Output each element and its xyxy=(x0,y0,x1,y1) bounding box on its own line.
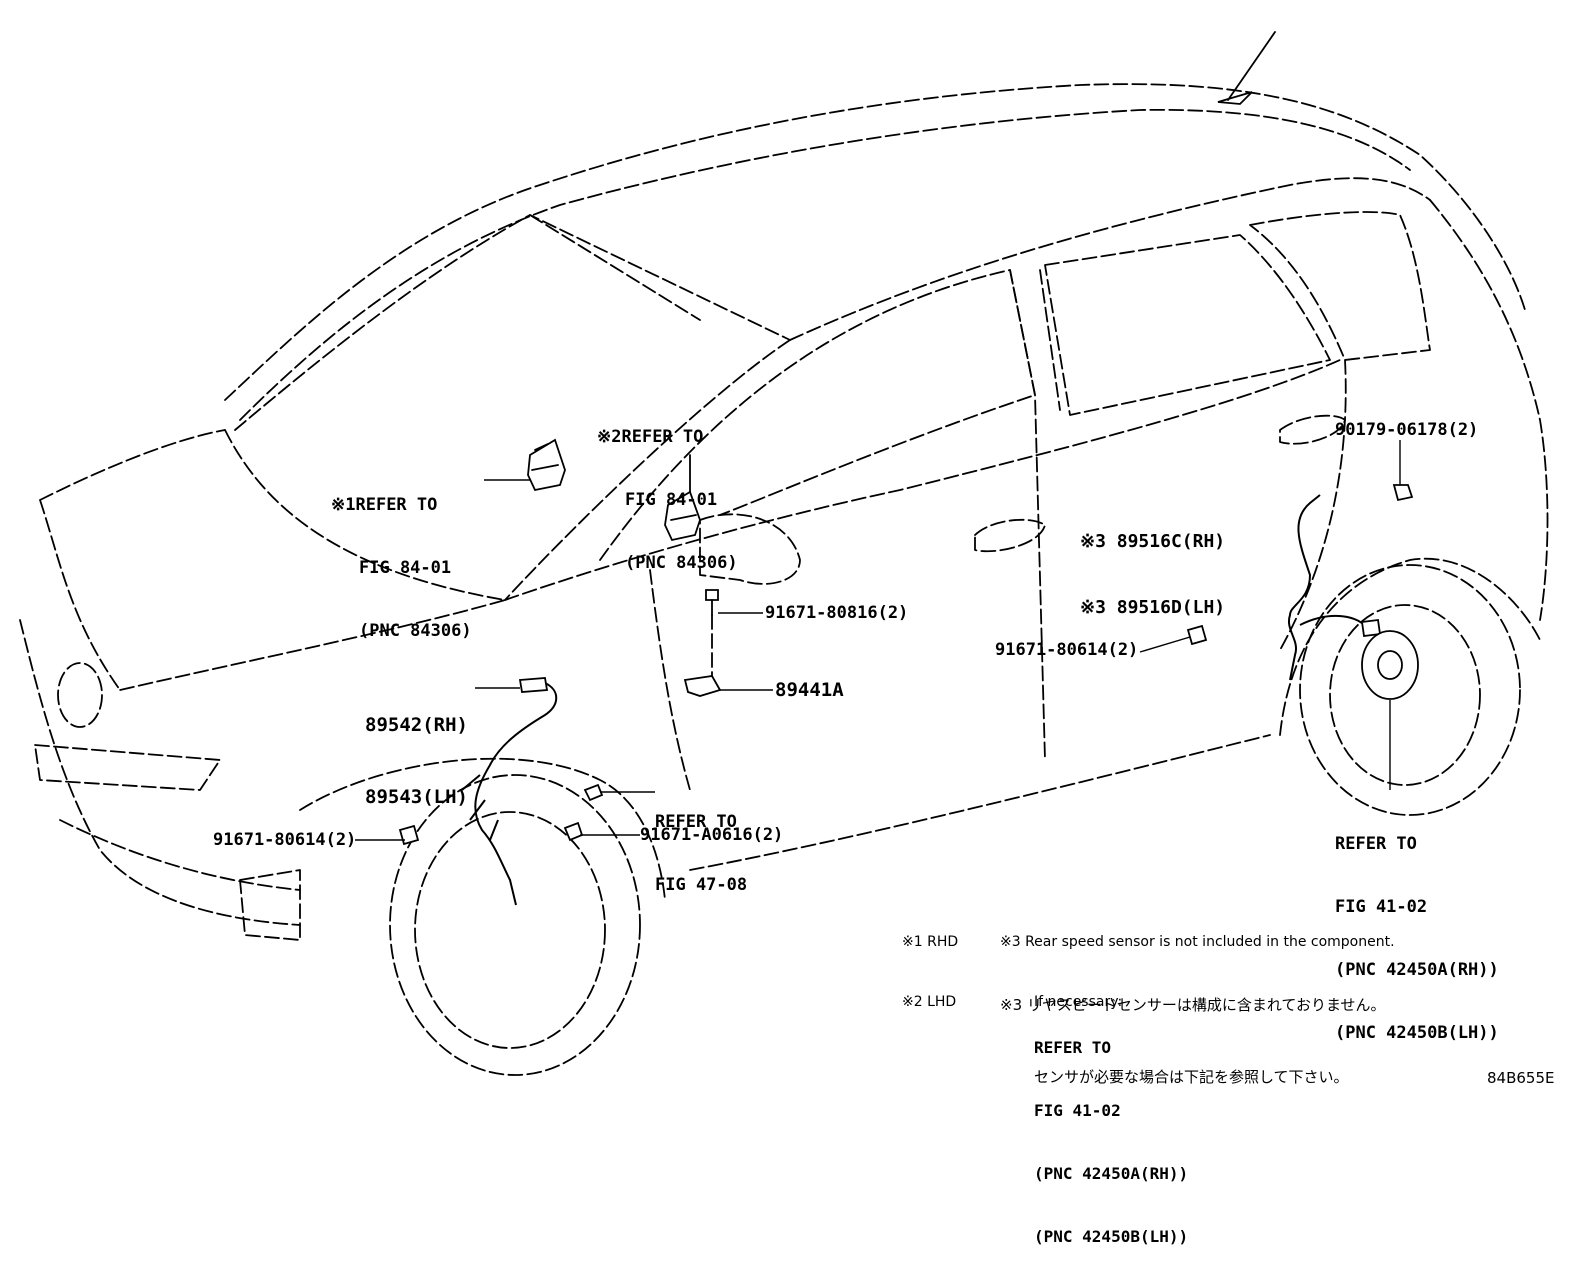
ref-47-line-2: FIG 47-08 xyxy=(655,875,748,895)
note-ref-fig-41: REFER TO FIG 41-02 (PNC 42450A(RH)) (PNC… xyxy=(1034,995,1188,1268)
lhd-mark: ※2 xyxy=(597,427,622,447)
rear-fender-arch xyxy=(1279,557,1541,736)
bolt-a0616-part xyxy=(563,821,584,842)
rear-tire-inner xyxy=(1329,604,1481,786)
ref-lhd-line-1: REFER TO xyxy=(621,427,704,447)
lower-grille xyxy=(59,819,301,891)
ref-rhd-line-3: (PNC 84306) xyxy=(359,621,472,641)
rear-bolt-part xyxy=(1186,624,1208,646)
note-ref-line-2: FIG 41-02 xyxy=(1034,1101,1121,1120)
windshield-top xyxy=(234,214,791,431)
rhd-mark: ※1 xyxy=(331,495,356,515)
door-handle-rear xyxy=(1279,414,1346,445)
front-fascia xyxy=(19,619,301,926)
note-en-line-1: ※3 Rear speed sensor is not included in … xyxy=(1000,934,1395,950)
callout-ref-fig-41: REFER TO FIG 41-02 (PNC 42450A(RH)) (PNC… xyxy=(1335,792,1499,1065)
callout-ref-lhd: ※2REFER TO FIG 84-01 (PNC 84306) xyxy=(597,385,738,595)
windshield-line xyxy=(529,214,701,321)
bolt-80816-part xyxy=(705,589,719,616)
front-door-window xyxy=(599,269,1036,561)
ref-lhd-line-2: FIG 84-01 xyxy=(625,490,718,510)
fog-lamp xyxy=(239,869,301,941)
headlamp xyxy=(57,662,103,728)
callout-nut-90179: 90179-06178(2) xyxy=(1335,420,1479,440)
rear-hub-part xyxy=(1361,630,1419,700)
bolt-47-08-part xyxy=(583,783,604,802)
hood-outline xyxy=(119,429,506,691)
ref-47-line-1: REFER TO xyxy=(655,812,737,832)
note-rhd-lhd: ※1 RHD ※2 LHD xyxy=(902,892,958,1032)
ref-41-line-2: FIG 41-02 xyxy=(1335,897,1428,917)
roof-outline xyxy=(224,83,1526,401)
callout-bolt-rear: 91671-80614(2) xyxy=(995,640,1139,660)
callout-rear-sensor: ※3 89516C(RH) ※3 89516D(LH) xyxy=(1080,487,1225,641)
rear-sensor-rh: ※3 89516C(RH) xyxy=(1080,531,1226,552)
antenna xyxy=(1217,31,1276,105)
front-sensor-lh: 89543(LH) xyxy=(365,786,468,808)
rear-harness xyxy=(1287,494,1369,681)
rear-door-window xyxy=(1044,234,1331,416)
callout-ref-fig-47: REFER TO FIG 47-08 xyxy=(655,770,747,917)
note-ref-line-1: REFER TO xyxy=(1034,1038,1112,1057)
ref-lhd-line-3: (PNC 84306) xyxy=(625,553,738,573)
callout-bolt-a0616: 91671-A0616(2) xyxy=(640,825,784,845)
yaw-sensor-rhd-part xyxy=(527,438,566,492)
rear-door-edge xyxy=(1279,359,1347,651)
ref-rhd-line-1: REFER TO xyxy=(355,495,438,515)
note-jp: ※3 リヤスピードセンサーは構成に含まれておりません。 センサが必要な場合は下記… xyxy=(1000,945,1386,1113)
ref-41-line-4: (PNC 42450B(LH)) xyxy=(1335,1023,1499,1043)
note-en-line-2: If necessary: xyxy=(1034,994,1123,1010)
rear-tire xyxy=(1299,564,1521,816)
quarter-window xyxy=(1249,211,1431,361)
beltline xyxy=(504,359,1341,601)
note-jp-line-1: ※3 リヤスピードセンサーは構成に含まれておりません。 xyxy=(1000,996,1386,1014)
ref-rhd-line-2: FIG 84-01 xyxy=(359,558,452,578)
vehicle-line-drawing xyxy=(19,31,1549,1076)
parts-diagram: ※1REFER TO FIG 84-01 (PNC 84306) ※2REFER… xyxy=(19,31,1555,1246)
note-ref-line-4: (PNC 42450B(LH)) xyxy=(1034,1227,1189,1246)
note-ref-line-3: (PNC 42450A(RH)) xyxy=(1034,1164,1189,1183)
front-fender-arch xyxy=(299,757,666,901)
callout-sensor-89441: 89441A xyxy=(775,679,844,701)
front-sensor-rh: 89542(RH) xyxy=(365,714,468,736)
roof-line-rear xyxy=(789,177,1431,341)
front-harness xyxy=(461,681,558,906)
door-handle-front xyxy=(974,518,1046,553)
front-tire xyxy=(389,774,641,1076)
rocker xyxy=(689,734,1271,871)
callout-bolt-front-left: 91671-80614(2) xyxy=(213,830,357,850)
front-sensor-head xyxy=(518,677,549,693)
rear-hatch xyxy=(1429,199,1549,621)
door-mirror xyxy=(699,513,801,585)
note-jp-line-2: センサが必要な場合は下記を参照して下さい。 xyxy=(1034,1068,1349,1086)
sensor-89441-part xyxy=(683,675,722,697)
figure-code: 84B655E xyxy=(1487,1069,1555,1087)
ref-41-line-1: REFER TO xyxy=(1335,834,1417,854)
roof-rail xyxy=(239,108,1411,421)
hood-front xyxy=(39,429,226,691)
b-pillar xyxy=(1009,269,1061,761)
note-rhd: ※1 RHD xyxy=(902,934,959,950)
callout-bolt-80816: 91671-80816(2) xyxy=(765,603,909,623)
callout-front-sensor: 89542(RH) 89543(LH) xyxy=(365,665,468,833)
front-tire-inner xyxy=(414,811,606,1049)
a-pillar xyxy=(504,339,791,601)
note-en: ※3 Rear speed sensor is not included in … xyxy=(1000,892,1395,1032)
yaw-sensor-lhd-part xyxy=(664,454,701,542)
rear-sensor-lh: ※3 89516D(LH) xyxy=(1080,597,1226,618)
front-door-edge xyxy=(649,569,691,791)
note-lhd: ※2 LHD xyxy=(902,994,957,1010)
nut-90179-part xyxy=(1392,484,1414,502)
grille xyxy=(34,744,221,791)
ref-41-line-3: (PNC 42450A(RH)) xyxy=(1335,960,1499,980)
callout-ref-rhd: ※1REFER TO FIG 84-01 (PNC 84306) xyxy=(331,453,472,663)
leader-rear-bolt xyxy=(1139,636,1191,653)
